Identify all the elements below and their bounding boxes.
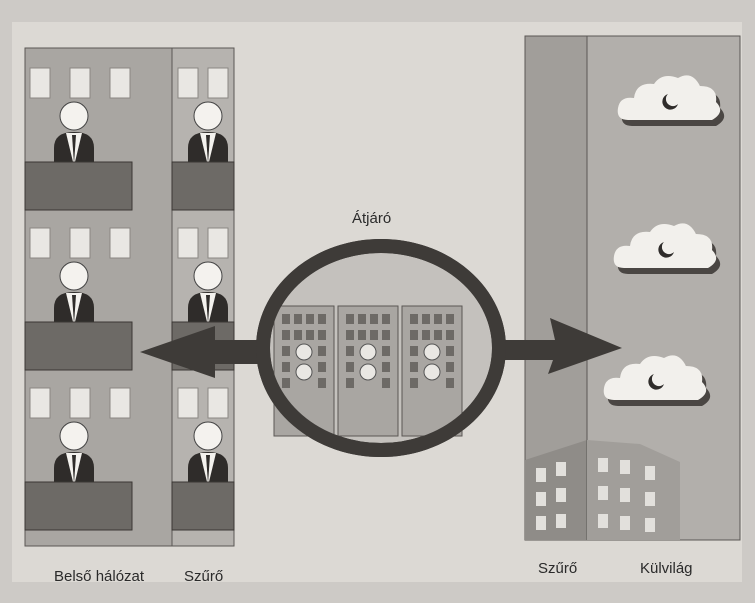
gateway-buildings xyxy=(273,305,463,437)
arrow-right-icon xyxy=(490,318,622,374)
outside-world-label: Külvilág xyxy=(640,560,693,577)
right-filter-column xyxy=(524,35,588,541)
outside-world-area xyxy=(586,35,741,541)
filter-right-label: Szűrő xyxy=(538,560,578,577)
gateway-ring xyxy=(256,239,506,457)
filter-left-label: Szűrő xyxy=(184,568,224,585)
left-filter-column xyxy=(171,47,235,547)
arrow-left-icon xyxy=(140,326,272,378)
internal-network-building xyxy=(24,47,173,547)
gateway-label: Átjáró xyxy=(352,210,392,227)
internal-network-label: Belső hálózat xyxy=(54,568,145,585)
